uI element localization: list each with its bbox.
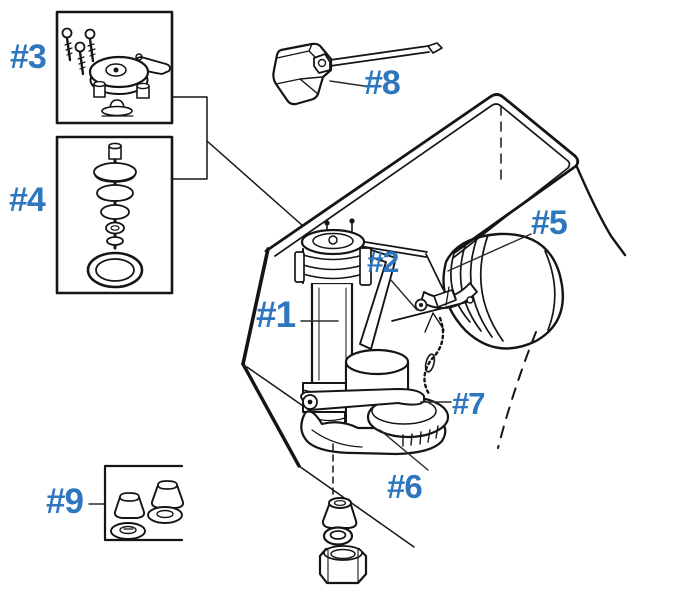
part-9-kit <box>103 464 185 542</box>
callout-part-3[interactable]: #3 <box>10 38 47 76</box>
tank-outline <box>241 93 627 548</box>
callout-part-1[interactable]: #1 <box>256 294 296 335</box>
connector-lines <box>171 96 304 227</box>
callout-part-9[interactable]: #9 <box>46 482 84 521</box>
callout-part-5[interactable]: #5 <box>531 204 568 242</box>
part-7-flush-seat <box>300 388 450 447</box>
callout-part-2[interactable]: #2 <box>367 246 399 279</box>
part-3-screws <box>61 27 96 76</box>
callout-part-8[interactable]: #8 <box>364 64 401 102</box>
part-8-handle <box>272 42 443 106</box>
callout-part-4[interactable]: #4 <box>9 181 46 219</box>
part-4-seal-stack <box>86 142 144 289</box>
part-4-box <box>55 135 174 295</box>
part-6-washers-nut <box>318 443 368 585</box>
part-3-box <box>55 10 174 125</box>
callout-part-6[interactable]: #6 <box>387 468 423 505</box>
part-3-valve-cap <box>88 53 171 117</box>
lift-chain <box>423 316 445 396</box>
callout-pointers <box>88 80 532 505</box>
part-2-linkage <box>391 282 478 333</box>
callout-part-7[interactable]: #7 <box>452 386 485 421</box>
